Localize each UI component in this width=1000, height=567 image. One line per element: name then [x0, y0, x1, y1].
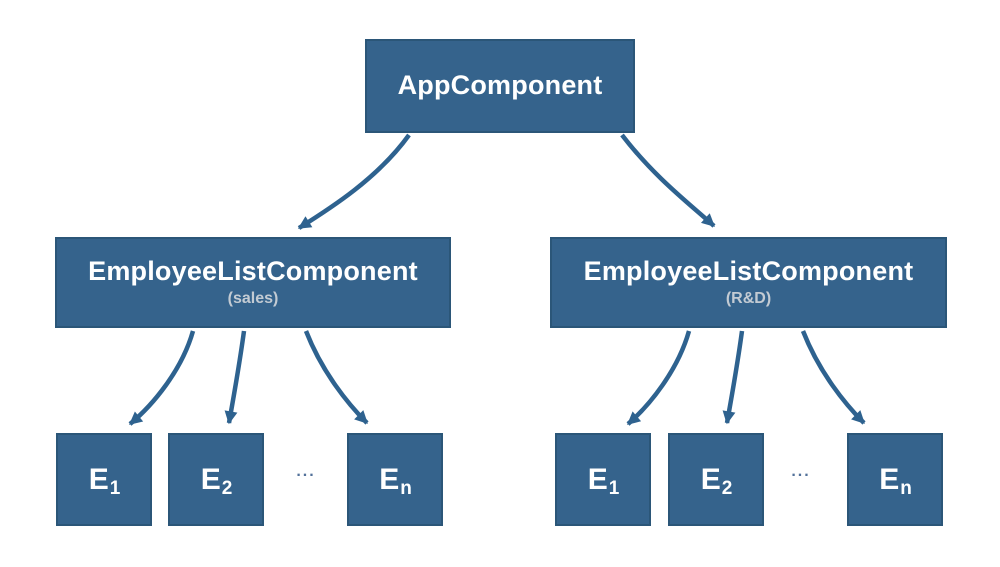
- node-rnd-e2: E2: [668, 433, 764, 526]
- employee-label: E1: [88, 462, 121, 498]
- arrow-sales-to-en: [303, 330, 369, 425]
- arrow-app-to-rnd-list: [620, 133, 716, 228]
- node-sales-e1: E1: [56, 433, 152, 526]
- node-employeelist-sales-sublabel: (sales): [227, 289, 279, 307]
- employee-label: E1: [587, 462, 620, 498]
- arrow-rnd-to-e2: [722, 330, 745, 425]
- employee-label: E2: [700, 462, 733, 498]
- arrow-sales-to-e2: [224, 330, 247, 425]
- employee-base: E: [379, 462, 400, 496]
- node-rnd-e1: E1: [555, 433, 651, 526]
- employee-subscript: n: [900, 477, 912, 499]
- node-sales-e2: E2: [168, 433, 264, 526]
- node-employeelist-rnd-label: EmployeeListComponent: [583, 256, 914, 287]
- employee-subscript: 1: [109, 477, 121, 499]
- employee-subscript: 2: [221, 477, 233, 499]
- employee-label: En: [879, 462, 912, 498]
- node-employeelist-sales: EmployeeListComponent (sales): [55, 237, 451, 328]
- node-employeelist-sales-label: EmployeeListComponent: [88, 256, 418, 287]
- node-employeelist-rnd: EmployeeListComponent (R&D): [550, 237, 947, 328]
- node-appcomponent-label: AppComponent: [397, 70, 603, 101]
- employee-base: E: [879, 462, 900, 496]
- arrow-rnd-to-e1: [626, 330, 692, 426]
- node-rnd-en: En: [847, 433, 943, 526]
- arrow-sales-to-e1: [128, 330, 196, 426]
- arrow-app-to-sales-list: [297, 133, 411, 230]
- node-employeelist-rnd-sublabel: (R&D): [725, 289, 772, 307]
- employee-subscript: 2: [721, 477, 733, 499]
- employee-label: E2: [200, 462, 233, 498]
- node-appcomponent: AppComponent: [365, 39, 635, 133]
- ellipsis-sales: ...: [296, 463, 316, 480]
- employee-subscript: 1: [608, 477, 620, 499]
- arrow-rnd-to-en: [800, 330, 866, 425]
- node-sales-en: En: [347, 433, 443, 526]
- employee-base: E: [200, 462, 221, 496]
- employee-label: En: [379, 462, 412, 498]
- employee-subscript: n: [400, 477, 412, 499]
- employee-base: E: [88, 462, 109, 496]
- employee-base: E: [700, 462, 721, 496]
- employee-base: E: [587, 462, 608, 496]
- ellipsis-rnd: ...: [791, 463, 811, 480]
